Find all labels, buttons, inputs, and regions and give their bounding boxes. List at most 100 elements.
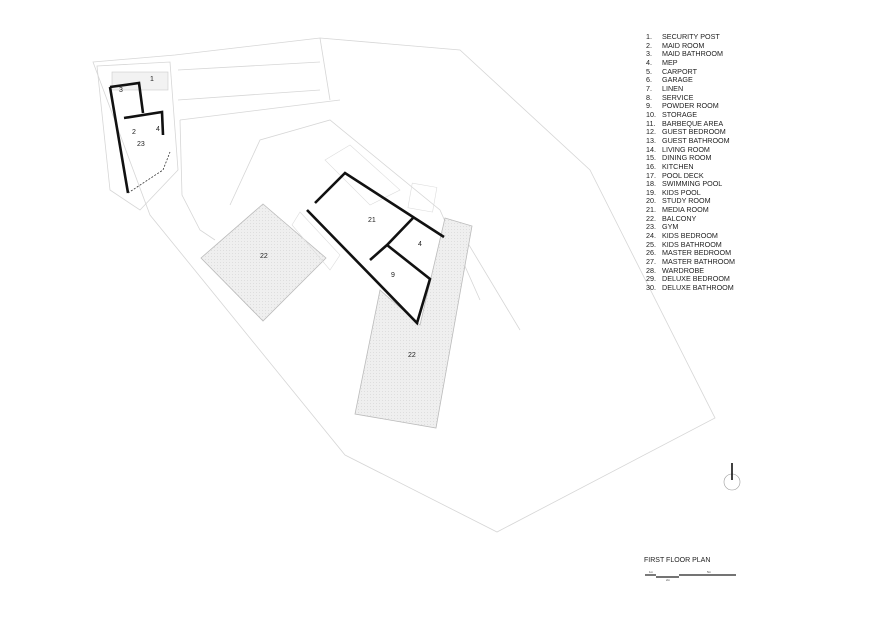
stairs bbox=[291, 144, 438, 271]
legend-item: 25. KIDS BATHROOM bbox=[646, 239, 735, 250]
legend-item: 12. GUEST BEDROOM bbox=[646, 128, 735, 137]
legend-room-name: KITCHEN bbox=[662, 161, 694, 171]
legend-item: 9. POWDER ROOM bbox=[646, 102, 735, 111]
legend-room-name: CARPORT bbox=[662, 66, 698, 76]
legend-number: 3. bbox=[646, 49, 652, 59]
legend-room-name: MASTER BATHROOM bbox=[662, 257, 735, 267]
legend-item: 15. DINING ROOM bbox=[646, 154, 735, 163]
legend-room-name: GUEST BEDROOM bbox=[662, 127, 726, 137]
legend-item: 18. SWIMMING POOL bbox=[646, 179, 735, 189]
legend-number: 13. bbox=[646, 135, 656, 145]
svg-text:22: 22 bbox=[260, 253, 268, 260]
legend-room-name: WARDROBE bbox=[662, 265, 705, 275]
legend-number: 2. bbox=[646, 40, 652, 50]
legend-item: 3. MAID BATHROOM bbox=[646, 50, 735, 59]
legend-number: 15. bbox=[646, 153, 656, 163]
legend-item: 10.STORAGE bbox=[646, 109, 735, 120]
legend-number: 10. bbox=[646, 109, 656, 119]
svg-text:2: 2 bbox=[132, 129, 136, 136]
legend-room-name: MAID ROOM bbox=[662, 40, 705, 50]
legend-item: 20. STUDY ROOM bbox=[646, 197, 735, 206]
legend-number: 1. bbox=[646, 32, 652, 41]
legend-number: 17. bbox=[646, 170, 656, 180]
legend-item: 22. BALCONY bbox=[646, 213, 735, 224]
legend-item: 5. CARPORT bbox=[646, 66, 735, 77]
legend-number: 7. bbox=[646, 83, 652, 93]
legend-number: 20. bbox=[646, 196, 656, 206]
legend-room-name: POOL DECK bbox=[662, 170, 704, 180]
balcony-right bbox=[354, 217, 473, 429]
legend-item: 13. GUEST BATHROOM bbox=[646, 135, 735, 146]
legend-number: 25. bbox=[646, 239, 656, 249]
legend-number: 21. bbox=[646, 205, 656, 215]
legend-room-name: KIDS POOL bbox=[662, 187, 701, 197]
legend-item: 6. GARAGE bbox=[646, 76, 735, 85]
legend-item: 28. WARDROBE bbox=[646, 265, 735, 276]
legend-item: 2. MAID ROOM bbox=[646, 40, 735, 51]
legend-room-name: MAID BATHROOM bbox=[662, 49, 723, 59]
svg-text:1m: 1m bbox=[649, 570, 654, 574]
legend-room-name: LINEN bbox=[662, 83, 684, 93]
site-outline bbox=[92, 37, 716, 533]
legend-room-name: DELUXE BEDROOM bbox=[662, 274, 730, 284]
legend-room-name: STUDY ROOM bbox=[662, 196, 711, 206]
legend-number: 9. bbox=[646, 101, 652, 111]
legend-room-name: GUEST BATHROOM bbox=[662, 135, 730, 145]
legend-number: 29. bbox=[646, 274, 656, 284]
north-arrow bbox=[723, 463, 741, 491]
scale-bar: 1m 2m 5m bbox=[645, 570, 736, 582]
legend-number: 18. bbox=[646, 179, 656, 189]
legend-number: 26. bbox=[646, 248, 656, 258]
legend-item: 30. DELUXE BATHROOM bbox=[646, 283, 735, 293]
legend-room-name: SECURITY POST bbox=[662, 32, 720, 41]
legend-item: 24.KIDS BEDROOM bbox=[646, 231, 735, 241]
legend-item: 11. BARBEQUE AREA bbox=[646, 118, 735, 129]
legend-item: 7. LINEN bbox=[646, 83, 735, 94]
svg-text:3: 3 bbox=[119, 87, 123, 94]
legend-room-name: BARBEQUE AREA bbox=[662, 118, 724, 128]
legend-room-name: MEDIA ROOM bbox=[662, 205, 709, 215]
legend-item: 16. KITCHEN bbox=[646, 161, 735, 172]
legend-number: 24. bbox=[646, 231, 656, 241]
legend-number: 28. bbox=[646, 265, 656, 275]
legend-number: 30. bbox=[646, 283, 656, 293]
legend-number: 5. bbox=[646, 66, 652, 76]
legend-number: 12. bbox=[646, 127, 656, 137]
legend-room-name: DINING ROOM bbox=[662, 153, 712, 163]
legend-room-name: BALCONY bbox=[662, 213, 697, 223]
svg-text:9: 9 bbox=[391, 272, 395, 279]
room-labels: 1 3 2 23 4 21 4 9 22 22 bbox=[119, 76, 422, 359]
legend-number: 22. bbox=[646, 213, 656, 223]
legend-item: 21. MEDIA ROOM bbox=[646, 205, 735, 215]
legend-number: 16. bbox=[646, 161, 656, 171]
legend-item: 14.LIVING ROOM bbox=[646, 145, 735, 155]
legend-number: 11. bbox=[646, 118, 656, 128]
legend-number: 6. bbox=[646, 75, 652, 85]
balcony-left bbox=[200, 203, 327, 322]
legend-item: 29. DELUXE BEDROOM bbox=[646, 275, 735, 284]
legend-room-name: KIDS BATHROOM bbox=[662, 239, 722, 249]
drawing-title: FIRST FLOOR PLAN bbox=[644, 557, 711, 564]
legend-room-name: GARAGE bbox=[662, 75, 693, 85]
svg-text:4: 4 bbox=[156, 126, 160, 133]
svg-text:5m: 5m bbox=[707, 570, 712, 574]
svg-text:23: 23 bbox=[137, 141, 145, 148]
legend-item: 26.MASTER BEDROOM bbox=[646, 249, 735, 258]
legend-item: 23.GYM bbox=[646, 223, 735, 232]
legend-room-name: DELUXE BATHROOM bbox=[662, 283, 734, 293]
legend-room-name: MEP bbox=[662, 57, 678, 67]
legend-number: 19. bbox=[646, 187, 656, 197]
legend-room-name: SERVICE bbox=[662, 92, 694, 102]
legend-item: 1. SECURITY POST bbox=[646, 32, 735, 42]
legend-item: 27. MASTER BATHROOM bbox=[646, 257, 735, 267]
walls bbox=[108, 81, 445, 326]
svg-text:1: 1 bbox=[150, 76, 154, 83]
legend-number: 8. bbox=[646, 92, 652, 102]
legend-item: 8. SERVICE bbox=[646, 92, 735, 103]
legend-item: 19. KIDS POOL bbox=[646, 187, 735, 198]
svg-text:4: 4 bbox=[418, 241, 422, 248]
legend-number: 27. bbox=[646, 257, 656, 267]
legend-room-name: SWIMMING POOL bbox=[662, 179, 723, 189]
legend-room-name: POWDER ROOM bbox=[662, 101, 719, 111]
